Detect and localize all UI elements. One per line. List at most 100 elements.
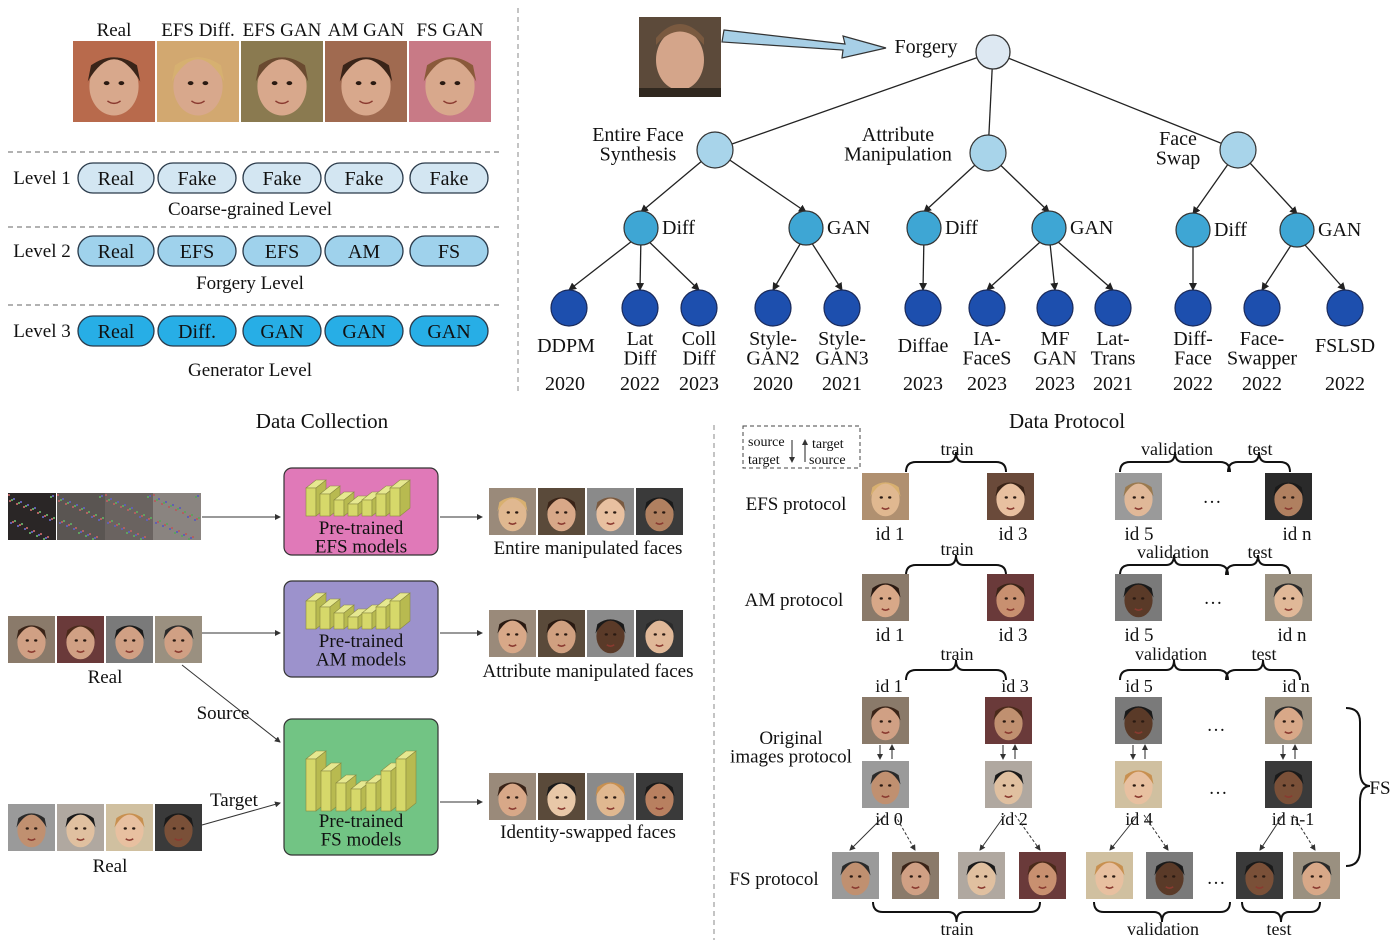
fs-side-brace [1345,707,1371,867]
orig-top-face-3 [1265,697,1312,744]
data-protocol-panel: Data ProtocolsourcetargettargetsourceEFS… [729,409,1390,939]
pill-shape [242,315,322,347]
photo-eye [34,639,38,642]
photo-hair [546,497,577,512]
output-face-2-1 [538,773,585,820]
pill-label: FS [438,241,460,263]
noise-dot [65,503,67,505]
photo-hair [65,625,96,640]
leaf-name: FSLSD [1315,335,1375,357]
leaf-name-line: Coll [682,328,717,350]
photo-hair [1244,861,1275,876]
noise-dot [62,498,64,500]
noise-dot [131,507,133,509]
noise-dot [27,504,29,506]
fs-face-5 [1146,852,1193,899]
photo-mouth [125,650,134,653]
noise-dot [43,538,45,540]
photo-mouth [1006,507,1015,510]
output-face-0-3 [636,488,683,535]
noise-dot [87,534,89,536]
photo-mouth [911,886,920,889]
photo-hair [595,782,626,797]
sub-node [1279,212,1315,248]
noise-dot [79,509,81,511]
fs-face-3 [1019,852,1066,899]
orig-bottom-id-1: id 2 [1000,809,1028,829]
noise-dot [150,517,152,519]
noise-dot [47,536,49,538]
pill-shape [324,315,404,347]
am-ellipsis: … [1204,588,1223,609]
sub-label: Diff [1214,219,1247,241]
noise-dot [20,501,22,503]
noise-dot [144,536,146,538]
photo-eye [613,796,617,799]
noise-dot [21,523,23,525]
efs-id-2: id 5 [1124,524,1153,545]
photo-face [596,782,625,817]
photo-mouth [1134,507,1143,510]
layer-front [319,606,331,630]
noise-dot [114,525,116,527]
noise-dot [165,501,167,503]
sub-label: Diff [662,217,695,239]
level-label-2: Level 2 [13,241,71,262]
fs-connector-6 [1259,814,1284,851]
photo-face [967,861,996,896]
noise-dot [170,505,172,507]
layer-side [399,592,411,630]
leaf-name-line: Face- [1240,328,1284,350]
photo-eye [879,784,883,787]
noise-dot [13,498,15,500]
noise-dot [185,533,187,535]
noise-dot [19,524,21,526]
legend-right-top: target [812,437,844,452]
output-face-1-3 [636,610,683,657]
photo-hair [995,583,1026,598]
noise-dot [30,509,32,511]
photo-eye [1132,496,1136,499]
photo-eye [506,796,510,799]
noise-dot [69,501,71,503]
leaf-year: 2023 [1035,373,1075,395]
photo-face [871,770,900,805]
leaf-year: 2021 [822,373,862,395]
real-face-row1-2 [106,616,153,663]
layer-front [320,770,332,812]
photo-mouth [125,838,134,841]
photo-eye [25,827,29,830]
leaf-node [550,289,588,327]
output-face-1-1 [538,610,585,657]
photo-mouth [881,608,890,611]
orig-test-brace [1225,659,1301,681]
photo-hair [339,57,393,82]
level-1-pill-0: Real [77,162,155,194]
photo-mouth [606,807,615,810]
leaf-node [621,289,659,327]
photo-eye [564,633,568,636]
noise-dot [197,495,199,497]
leaf-name-line: GAN3 [815,348,868,370]
noise-dot [92,538,94,540]
root-node [975,34,1011,70]
noise-dot [184,511,186,513]
noise-dot [99,496,101,498]
model-box-label-line: EFS models [315,537,407,558]
leaf-name-line: Diff- [1173,328,1213,350]
noise-dot [26,527,28,529]
photo-eye [653,511,657,514]
photo-eye [1262,875,1266,878]
am-train-label: train [941,539,974,559]
photo-eye [515,796,519,799]
photo-eye [118,81,125,86]
edge-root-branch-2 [992,51,1239,152]
level-2-pill-4: FS [409,235,489,267]
leaf-year: 2022 [620,373,660,395]
branch-label-1-line: Attribute [862,124,934,146]
data-protocol-title: Data Protocol [1009,409,1125,433]
photo-hair [87,57,141,82]
pill-label: GAN [260,321,303,343]
